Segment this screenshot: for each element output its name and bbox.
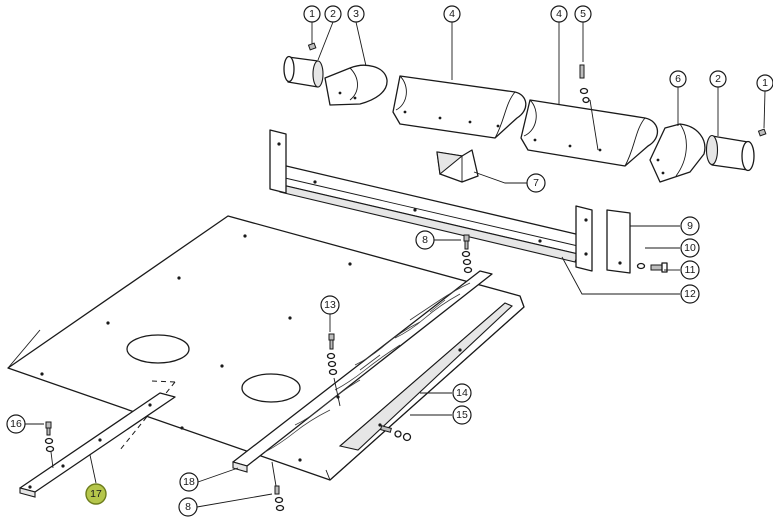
beam-end-plate-left (269, 129, 287, 194)
callout-9[interactable]: 9 (680, 216, 700, 236)
bolt-part-11 (650, 262, 668, 273)
shroud-part-4-left (392, 75, 527, 139)
callout-7[interactable]: 7 (526, 173, 546, 193)
callout-18[interactable]: 18 (179, 472, 199, 492)
sleeve-part-2-right (705, 134, 755, 172)
svg-text:16: 16 (10, 418, 22, 430)
pin-part-1-left (307, 42, 317, 51)
bolt-part-8-bottom (271, 461, 285, 512)
svg-text:11: 11 (685, 264, 696, 276)
callout-12[interactable]: 12 (680, 284, 700, 304)
svg-text:4: 4 (449, 8, 455, 20)
wooden-slat-part-18 (232, 270, 493, 473)
svg-text:15: 15 (456, 409, 468, 421)
svg-text:1: 1 (309, 8, 315, 20)
callout-5[interactable]: 5 (574, 5, 592, 23)
end-plate-part-9 (606, 209, 631, 274)
bracket-part-6 (649, 123, 706, 183)
callout-16[interactable]: 16 (6, 414, 26, 434)
svg-text:13: 13 (324, 299, 336, 311)
side-rail-part-14 (338, 302, 513, 451)
callout-1-right[interactable]: 1 (756, 74, 773, 92)
callout-10[interactable]: 10 (680, 238, 700, 258)
plate-opening-left (126, 334, 190, 364)
svg-text:9: 9 (687, 220, 693, 232)
svg-text:4: 4 (556, 8, 562, 20)
callout-2-left[interactable]: 2 (324, 5, 342, 23)
plate-opening-right (241, 373, 301, 403)
svg-text:8: 8 (422, 234, 428, 246)
shroud-part-4-right (520, 99, 659, 167)
bolt-part-5 (579, 64, 590, 104)
callout-8-bottom[interactable]: 8 (178, 497, 198, 517)
beam-end-plate-right (575, 205, 593, 272)
cross-beam-part-12 (269, 129, 593, 272)
bolt-part-13 (326, 333, 341, 407)
callout-13[interactable]: 13 (320, 295, 340, 315)
svg-text:18: 18 (183, 476, 195, 488)
bracket-part-3 (324, 64, 388, 106)
pin-part-1-right (757, 128, 767, 137)
callout-11[interactable]: 11 (680, 260, 700, 280)
callout-17-highlighted[interactable]: 17 (85, 483, 107, 505)
callout-6[interactable]: 6 (669, 70, 687, 88)
svg-text:5: 5 (580, 8, 586, 20)
svg-text:8: 8 (185, 501, 191, 513)
svg-text:1: 1 (762, 77, 768, 89)
bolt-part-16 (44, 421, 55, 469)
svg-text:2: 2 (330, 8, 336, 20)
sleeve-part-2-left (283, 55, 324, 88)
callout-8-top[interactable]: 8 (415, 230, 435, 250)
callout-4-left[interactable]: 4 (443, 5, 461, 23)
callout-2-right[interactable]: 2 (709, 70, 727, 88)
svg-text:17: 17 (90, 488, 102, 500)
leader-lines (24, 21, 766, 508)
support-bracket-part-7 (436, 149, 479, 183)
svg-text:14: 14 (456, 387, 468, 399)
bolt-part-8-top (461, 234, 473, 274)
svg-text:10: 10 (684, 242, 696, 254)
svg-text:3: 3 (353, 8, 359, 20)
svg-text:2: 2 (715, 73, 721, 85)
callout-3[interactable]: 3 (347, 5, 365, 23)
svg-text:6: 6 (675, 73, 681, 85)
bar-part-17 (19, 392, 176, 498)
callout-1-left[interactable]: 1 (303, 5, 321, 23)
bolt-part-15 (380, 425, 412, 442)
svg-text:7: 7 (533, 177, 539, 189)
callout-14[interactable]: 14 (452, 383, 472, 403)
svg-text:12: 12 (684, 288, 696, 300)
callout-4-right[interactable]: 4 (550, 5, 568, 23)
washer-part-10 (636, 262, 646, 270)
callout-15[interactable]: 15 (452, 405, 472, 425)
